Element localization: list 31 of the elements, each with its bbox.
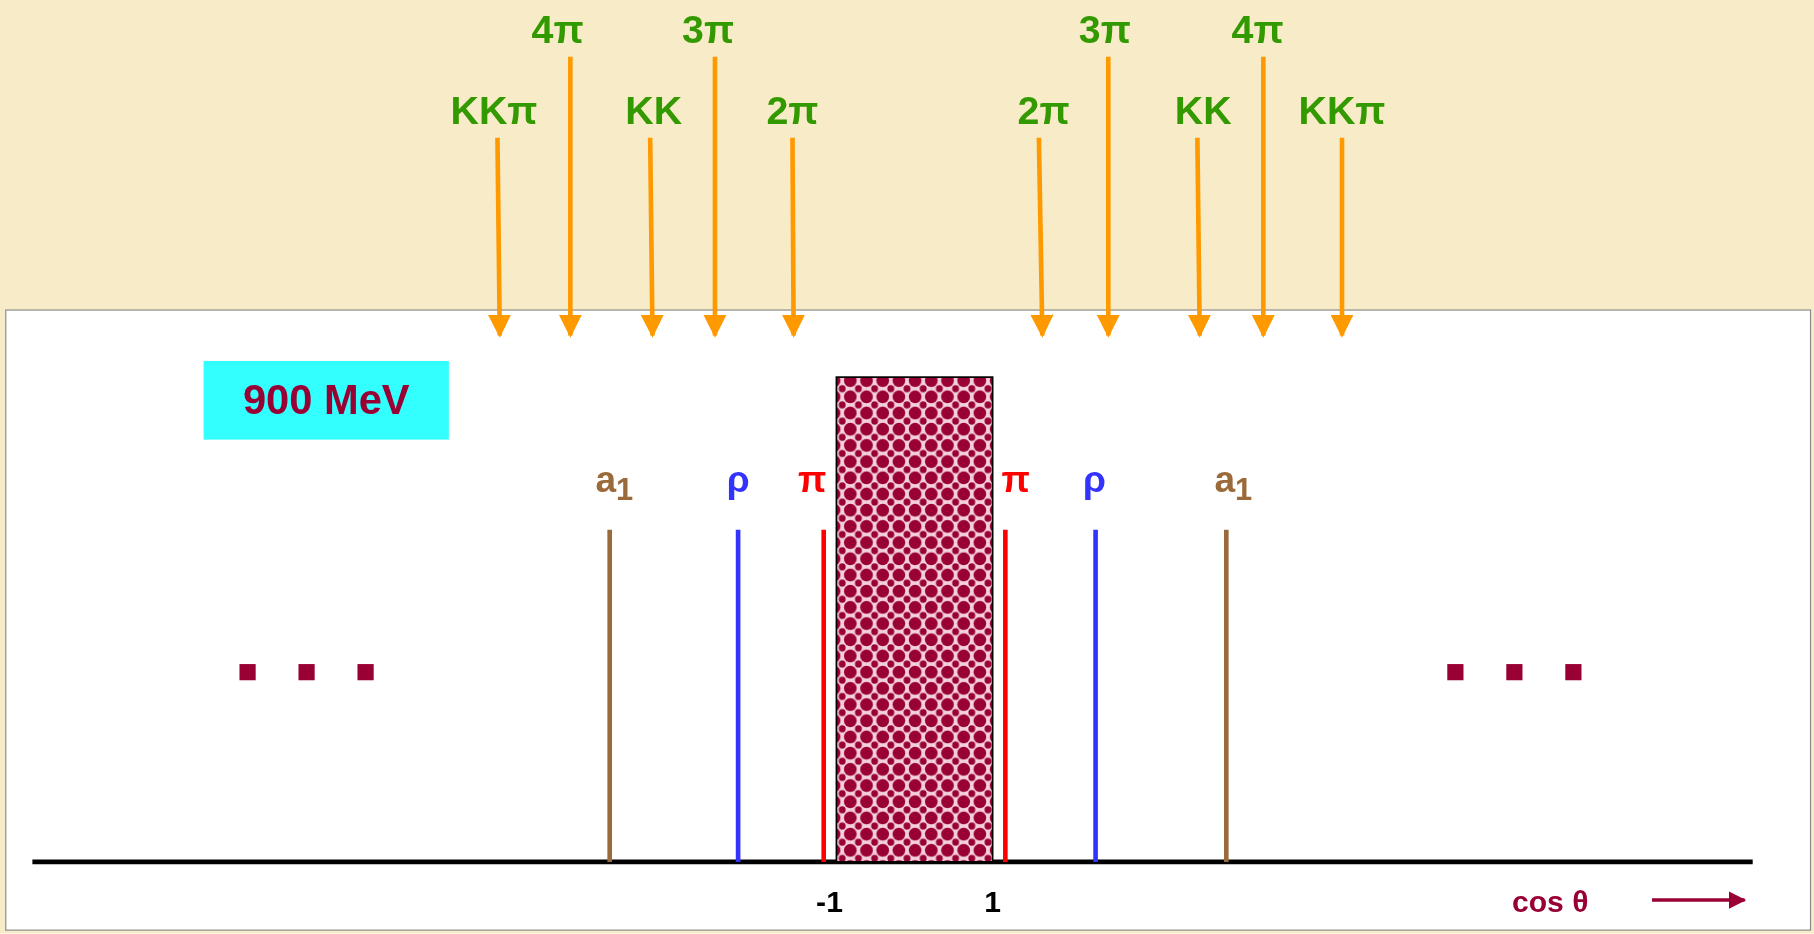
channel-label: 3π [1078, 5, 1131, 53]
particle-label: ρ [726, 457, 750, 501]
channel-label: KKπ [1298, 86, 1386, 134]
arrow [558, 56, 582, 338]
arrow [1187, 137, 1212, 338]
tick-label: 1 [984, 882, 1001, 921]
particle-label: π [1001, 457, 1030, 501]
channel-label: KK [625, 86, 683, 134]
channel-label: KKπ [450, 86, 538, 134]
channel-label: 4π [531, 5, 584, 53]
particle-label: π [797, 457, 827, 501]
arrow [640, 137, 664, 338]
arrow [487, 137, 512, 338]
channel-label: 4π [1231, 5, 1284, 53]
particle-label: a$_{1}$ [1214, 457, 1253, 510]
arrow [703, 56, 727, 338]
channel-label: KK [1174, 86, 1232, 134]
arrow [781, 137, 806, 338]
arrow [1251, 56, 1275, 338]
channel-label: 2π [766, 86, 819, 134]
tick-label: -1 [816, 882, 843, 921]
arrow [1330, 137, 1354, 338]
channel-label: 2π [1017, 86, 1070, 134]
shaded-region [835, 376, 994, 863]
arrow [1030, 137, 1054, 338]
particle-label: a$_{1}$ [595, 457, 634, 510]
axis-title: cos θ [1512, 882, 1589, 921]
arrow [1096, 56, 1120, 338]
energy-label: 900 MeV [203, 360, 449, 440]
particle-label: ρ [1083, 457, 1106, 501]
channel-label: 3π [682, 5, 735, 53]
